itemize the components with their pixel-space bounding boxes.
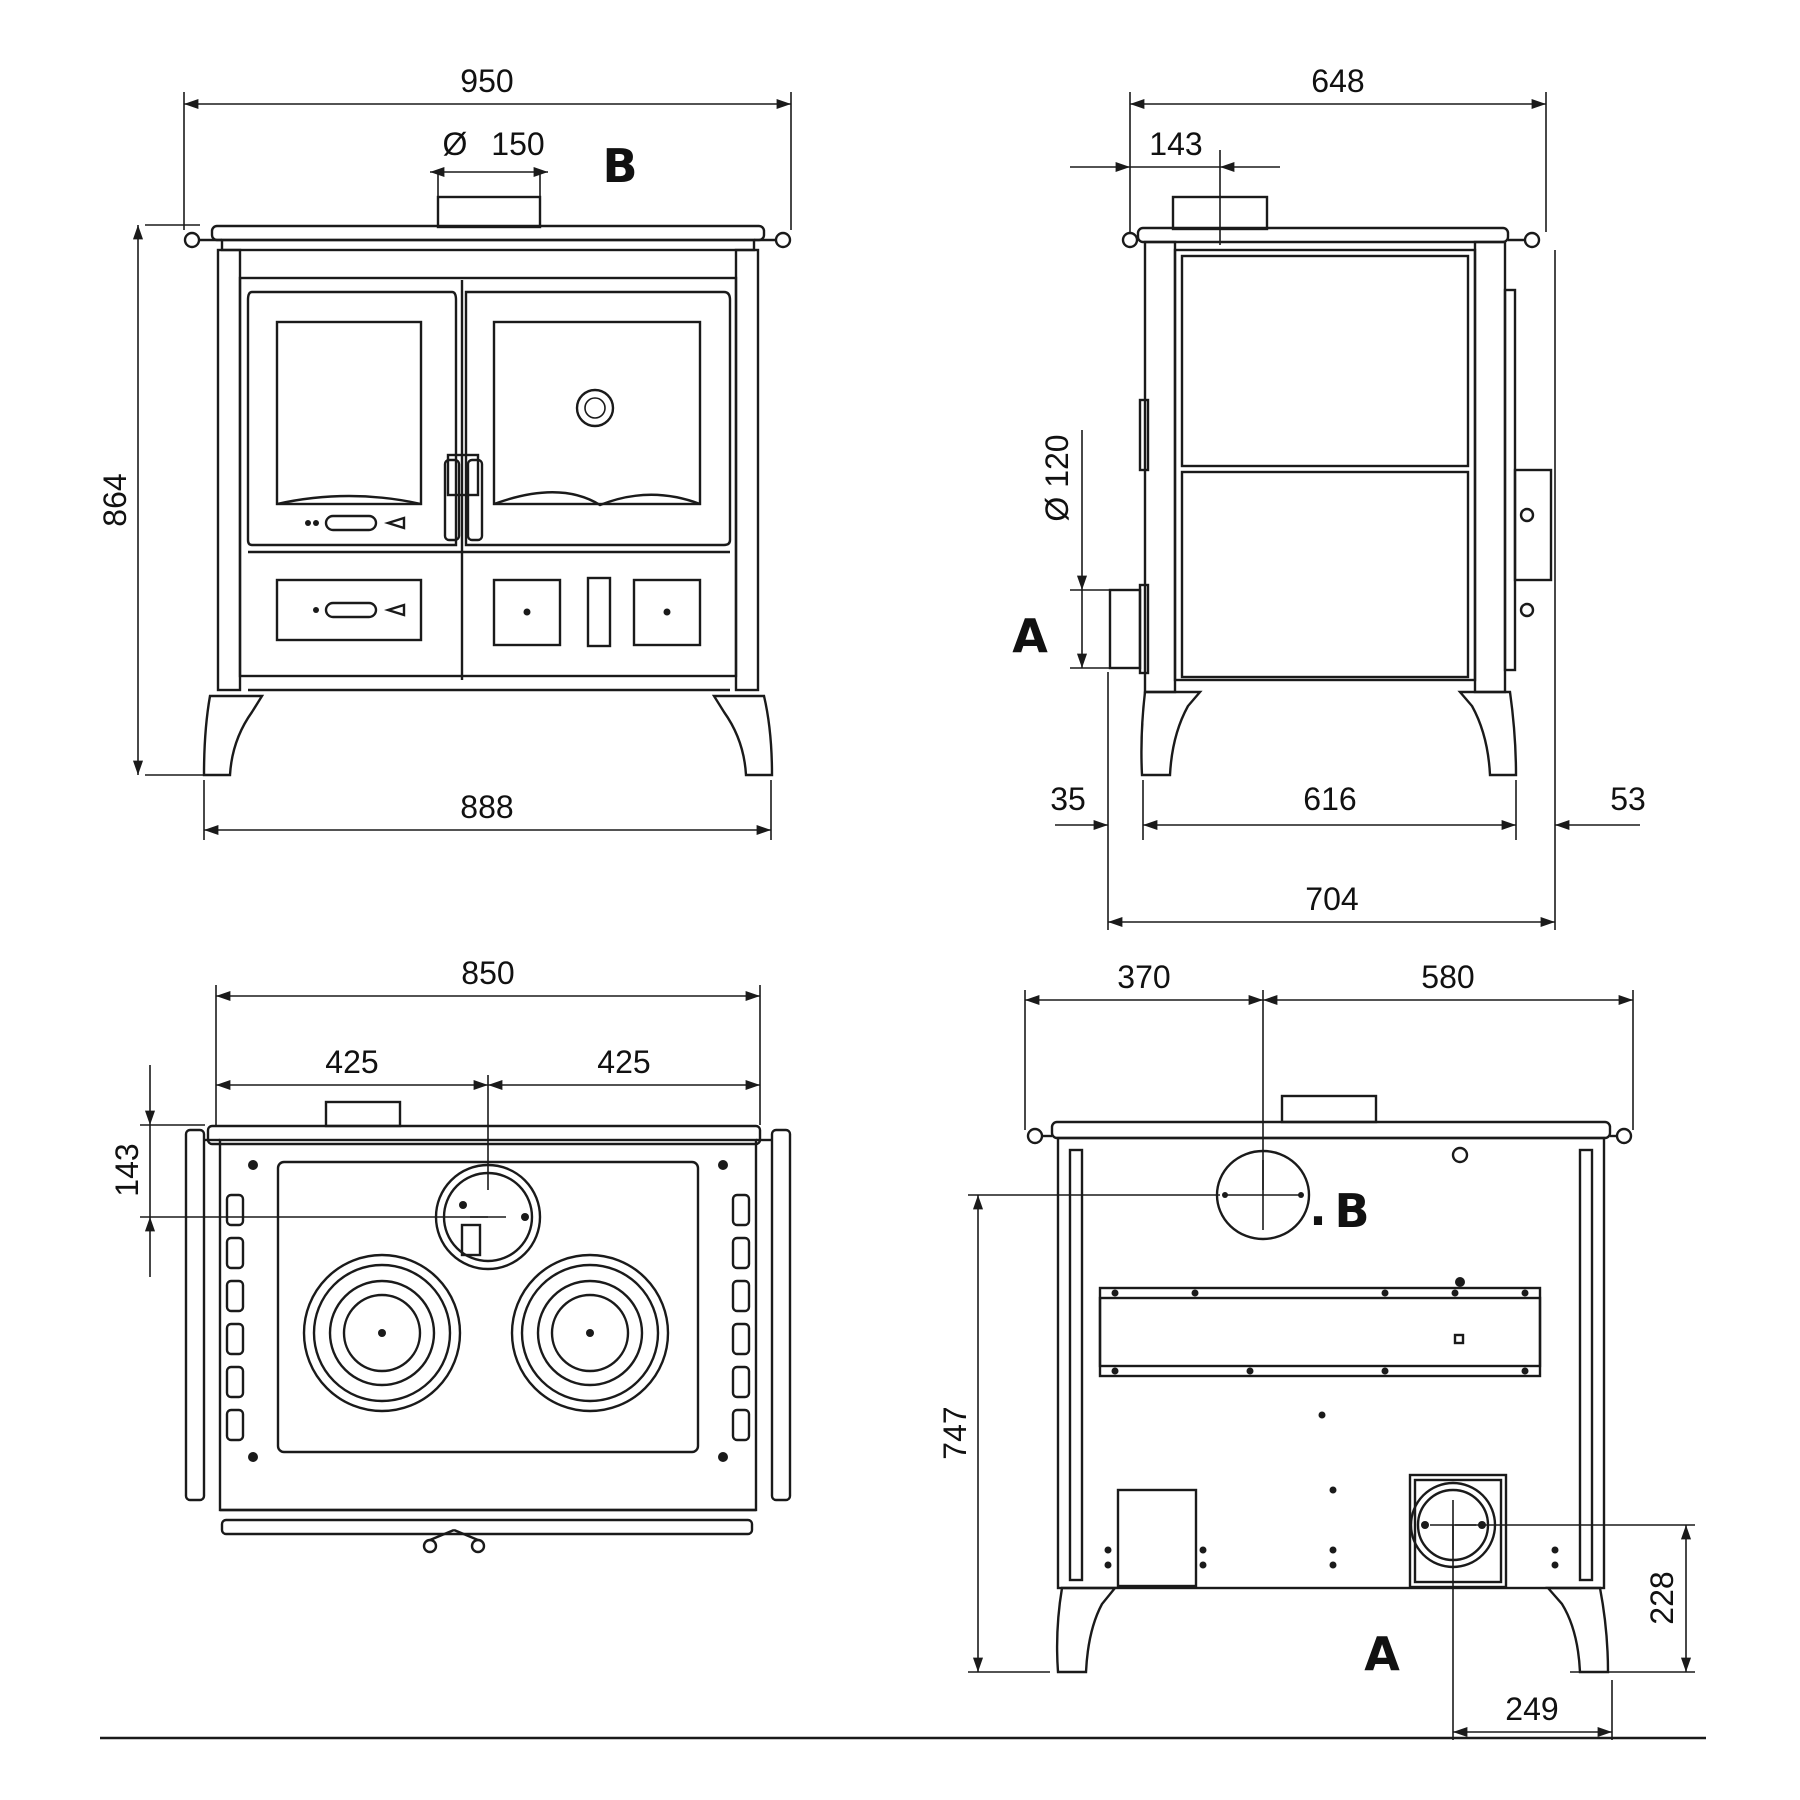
label-side-left: 35 [1050,781,1086,817]
label-rear-flue-diameter: Ø 120 [1039,434,1075,521]
hotplate-left [302,1253,462,1413]
label-side-body: 616 [1303,781,1356,817]
top-view: 850 425 425 143 [109,955,792,1554]
label-top-width: 850 [461,955,514,991]
label-side-total: 704 [1305,881,1358,917]
label-front-base: 888 [460,789,513,825]
stove-rear [1026,1094,1633,1674]
label-top-half-left: 425 [325,1044,378,1080]
stove-top [184,1100,792,1554]
label-outlet-b-front: B [602,139,637,193]
label-top-half-right: 425 [597,1044,650,1080]
label-rear-left: 370 [1117,959,1170,995]
label-front-height: 864 [97,473,133,526]
label-side-flue-offset: 143 [1149,126,1202,162]
stove-front [183,195,792,777]
rear-view: 370 580 747 228 249 A . B [937,959,1695,1740]
stove-side [1108,195,1553,777]
label-outlet-b-prefix: . [1309,1182,1326,1236]
side-view: 648 143 Ø 120 A [1012,63,1646,930]
label-front-width: 950 [460,63,513,99]
hotplate-right [510,1253,670,1413]
label-outlet-a-side: A [1012,609,1048,663]
label-flue-diameter: 150 [491,126,544,162]
label-rear-right: 580 [1421,959,1474,995]
label-rear-outlet-offset: 249 [1505,1691,1558,1727]
label-diameter-symbol: Ø [443,126,468,162]
label-side-right: 53 [1610,781,1646,817]
label-top-flue-depth: 143 [109,1143,145,1196]
label-outlet-b-rear: B [1334,1184,1369,1238]
label-outlet-a-rear: A [1364,1627,1400,1681]
label-side-depth: 648 [1311,63,1364,99]
label-rear-outlet-height: 228 [1644,1571,1680,1624]
label-rear-flue-height: 747 [937,1406,973,1459]
front-view: 950 864 888 Ø 150 B [97,63,792,840]
